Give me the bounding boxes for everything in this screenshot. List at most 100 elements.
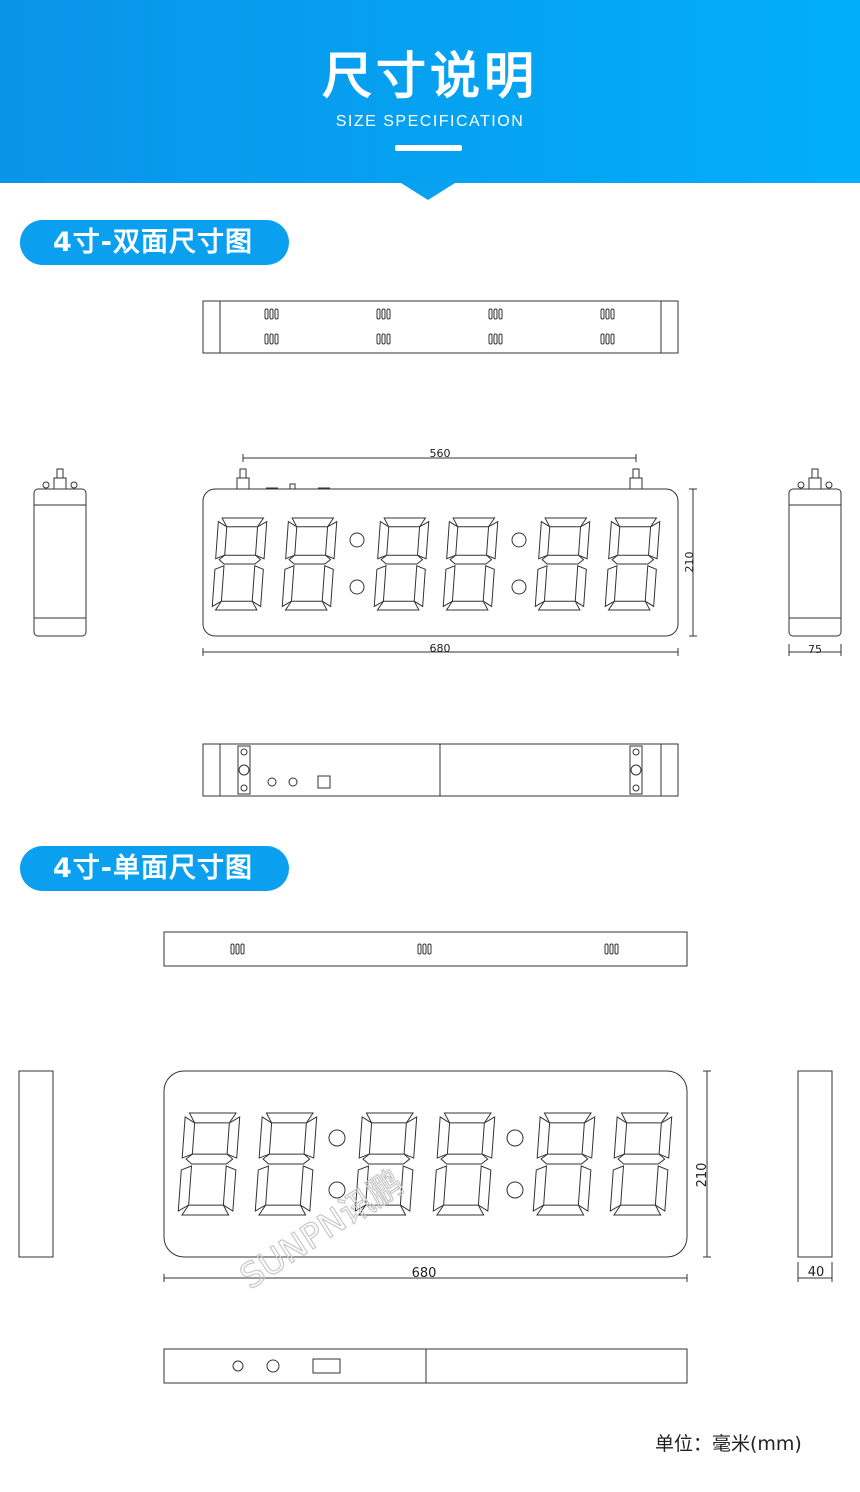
- power-switch-icon: [232, 1360, 244, 1372]
- digit-segment: [177, 1165, 193, 1212]
- side-view-single-right: [797, 1070, 833, 1258]
- vent-slots-icon: [609, 943, 614, 955]
- vent-slots-icon: [498, 308, 503, 320]
- side-fitting: [42, 481, 50, 489]
- digit-segment: [481, 1116, 496, 1159]
- hanger-bracket: [236, 477, 250, 490]
- vent-slots-icon: [230, 943, 235, 955]
- vent-slots-icon: [488, 308, 493, 320]
- seven-segment-digit: [609, 1112, 673, 1216]
- seven-segment-digit: [254, 1112, 318, 1216]
- dim-label-width-single: 680: [412, 1266, 437, 1281]
- digit-segment: [452, 517, 496, 528]
- digit-segment: [362, 1153, 411, 1165]
- digit-segment: [254, 1165, 270, 1212]
- digit-segment: [281, 565, 295, 608]
- top-view-double: [202, 300, 679, 354]
- colon-dot: [349, 532, 365, 548]
- colon-dot: [349, 579, 365, 595]
- vent-slots-icon: [600, 333, 605, 345]
- hanger-bracket: [808, 477, 822, 490]
- digit-segment: [654, 1165, 669, 1212]
- mount-nut-icon: [630, 764, 642, 776]
- vent-slots-icon: [610, 308, 615, 320]
- power-switch-icon: [267, 777, 277, 787]
- vent-slots-icon: [605, 333, 610, 345]
- digit-segment: [440, 1153, 489, 1165]
- side-view-single-left: [18, 1070, 54, 1258]
- digit-segment: [614, 517, 658, 528]
- digit-segment: [399, 1165, 414, 1212]
- digit-segment: [288, 554, 332, 565]
- digit-segment: [181, 1116, 196, 1159]
- colon-dot: [506, 1129, 524, 1147]
- title-underline: [395, 145, 462, 151]
- digit-segment: [544, 517, 588, 528]
- hanger-bracket: [53, 477, 67, 490]
- screw-icon: [632, 784, 640, 792]
- digit-segment: [578, 520, 591, 560]
- digit-segment: [221, 517, 265, 528]
- front-view-double: [202, 488, 679, 637]
- digit-segment: [325, 520, 338, 560]
- page-title: 尺寸说明: [322, 47, 538, 105]
- digit-segment: [620, 1112, 669, 1124]
- digit-segment: [644, 565, 657, 608]
- vent-slots-icon: [498, 333, 503, 345]
- mount-bracket: [237, 745, 251, 795]
- digit-segment: [534, 565, 548, 608]
- vent-slots-icon: [417, 943, 422, 955]
- digit-segment: [608, 520, 621, 560]
- vent-slots-icon: [488, 333, 493, 345]
- digit-segment: [436, 1204, 485, 1216]
- header-banner: 尺寸说明 SIZE SPECIFICATION: [0, 0, 860, 183]
- digit-segment: [258, 1204, 307, 1216]
- digit-segment: [449, 554, 493, 565]
- digit-segment: [284, 600, 328, 611]
- colon-dot: [506, 1181, 524, 1199]
- hanger-bolt: [56, 468, 64, 479]
- digit-segment: [354, 1165, 370, 1212]
- digit-segment: [482, 565, 495, 608]
- digit-segment: [376, 600, 420, 611]
- digit-segment: [291, 517, 335, 528]
- section-label-single-sided: 4寸-单面尺寸图: [20, 846, 289, 891]
- vent-slots-icon: [600, 308, 605, 320]
- section-label-double-sided: 4寸-双面尺寸图: [20, 220, 289, 265]
- top-fitting: [289, 483, 296, 490]
- vent-slots-icon: [381, 308, 386, 320]
- header-pointer: [401, 183, 455, 200]
- screw-icon: [240, 784, 248, 792]
- digit-segment: [181, 1204, 230, 1216]
- digit-segment: [540, 1153, 589, 1165]
- digit-segment: [486, 520, 499, 560]
- vent-slots-icon: [386, 308, 391, 320]
- digit-segment: [303, 1116, 318, 1159]
- digit-segment: [541, 554, 585, 565]
- digit-segment: [446, 520, 459, 560]
- screw-icon: [632, 748, 640, 756]
- hanger-bracket: [629, 477, 643, 490]
- digit-segment: [265, 1112, 314, 1124]
- seven-segment-digit: [373, 517, 430, 611]
- digit-segment: [443, 1112, 492, 1124]
- vent-slots-icon: [235, 943, 240, 955]
- vent-slots-icon: [264, 333, 269, 345]
- vent-slots-icon: [427, 943, 432, 955]
- digit-segment: [211, 565, 225, 608]
- seven-segment-digit: [604, 517, 661, 611]
- screw-icon: [240, 748, 248, 756]
- vent-slots-icon: [493, 333, 498, 345]
- digit-segment: [538, 520, 551, 560]
- vent-slots-icon: [269, 308, 274, 320]
- power-port-icon: [288, 777, 298, 787]
- digit-segment: [617, 1153, 666, 1165]
- vent-slots-icon: [604, 943, 609, 955]
- digit-segment: [442, 565, 456, 608]
- digit-segment: [214, 600, 258, 611]
- digit-segment: [251, 565, 264, 608]
- side-view-double: [33, 488, 87, 637]
- digit-segment: [577, 1165, 592, 1212]
- digit-segment: [445, 600, 489, 611]
